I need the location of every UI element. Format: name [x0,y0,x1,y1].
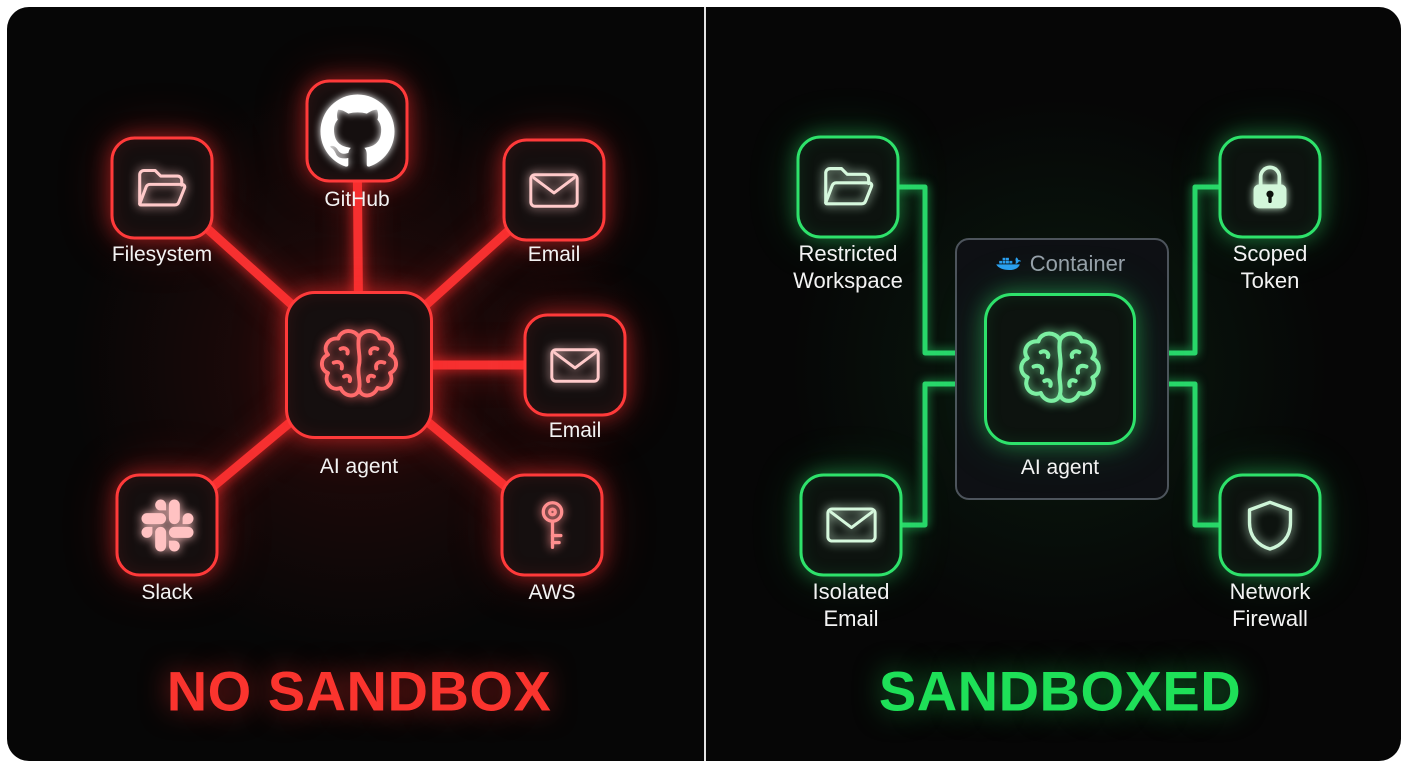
scoped-token-node [1218,135,1322,239]
email-top-label: Email [527,243,581,266]
email-top-node [502,138,606,242]
key-icon [524,497,580,553]
folder-icon [820,163,876,212]
email-right-node [523,313,627,417]
network-firewall-label: Network Firewall [1229,579,1311,631]
panel-divider [704,7,706,761]
slack-label: Slack [141,581,193,604]
brain-icon [313,319,405,411]
github-label: GitHub [324,188,390,211]
filesystem-node [110,136,214,240]
container-label: Container [1029,251,1126,276]
envelope-icon [824,504,878,547]
ai-agent-label-left: AI agent [319,455,399,478]
network-firewall-node [1218,473,1322,577]
aws-node [500,473,604,577]
brain-icon [1012,321,1108,417]
folder-icon [135,164,190,212]
isolated-email-label: Isolated Email [812,579,890,631]
scoped-token-label: Scoped Token [1232,241,1308,293]
envelope-icon [528,169,581,211]
shield-icon [1242,497,1299,554]
aws-label: AWS [528,581,576,604]
envelope-icon [549,344,602,386]
filesystem-label: Filesystem [111,243,213,266]
email-right-label: Email [548,419,602,442]
green-connections [893,184,1227,528]
github-node [305,79,409,183]
github-icon [320,94,394,168]
container-header: Container [955,251,1165,277]
restricted-workspace-node [796,135,900,239]
lock-icon [1242,159,1299,216]
no-sandbox-title: NO SANDBOX [166,659,552,723]
sandboxed-title: SANDBOXED [878,659,1242,723]
ai-agent-node-left [285,291,433,439]
restricted-workspace-label: Restricted Workspace [793,241,903,293]
isolated-email-node [799,473,903,577]
ai-agent-node-right [984,293,1136,445]
docker-icon [995,254,1021,274]
ai-agent-label-right: AI agent [1020,456,1100,479]
slack-icon [141,499,193,551]
slack-node [115,473,219,577]
diagram-card: Filesystem GitHub Email AI agent Email S… [7,7,1401,761]
